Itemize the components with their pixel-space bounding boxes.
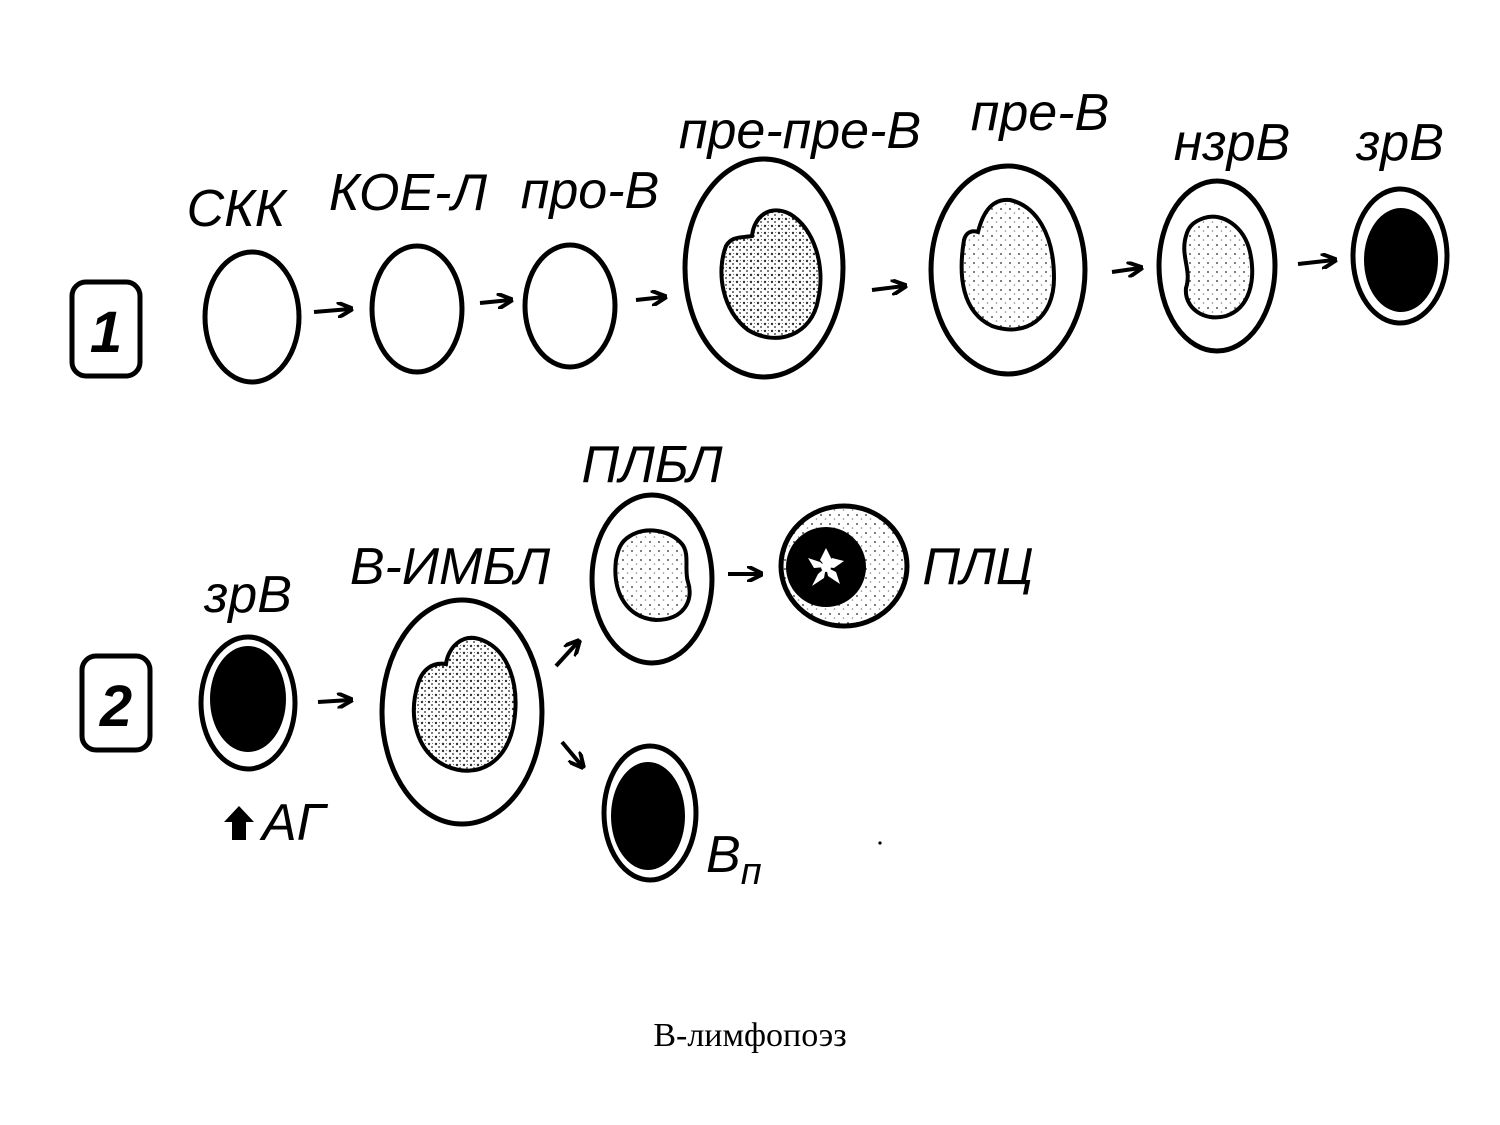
label-zr-b: зрВ [1355, 114, 1444, 172]
label-bp-sub: п [741, 851, 762, 893]
cell-zr-b-2 [198, 634, 298, 772]
cell-plbl [589, 492, 715, 666]
row-1-number: 1 [90, 300, 122, 365]
cell-bp [601, 743, 699, 883]
row-2-number: 2 [99, 674, 132, 739]
arrow-zrb-to-imbl [317, 700, 350, 702]
row-1: 1 СКК КОЕ-Л про-В пре-пре-В пре-В нзрВ з… [69, 84, 1450, 385]
arrow-to-bp [560, 740, 582, 766]
label-b-imbl: В-ИМБЛ [350, 538, 551, 596]
cell-b-imbl [379, 597, 545, 827]
cell-pre-pre-b [682, 156, 846, 380]
label-plc: ПЛЦ [922, 538, 1033, 596]
label-plbl: ПЛБЛ [581, 436, 722, 494]
label-bp: Вп [706, 826, 762, 893]
arrow-3 [635, 297, 664, 300]
label-pre-b: пре-В [971, 84, 1109, 142]
row-1-number-box [69, 279, 143, 379]
caption: В-лимфопоэз [653, 1017, 847, 1054]
row-2-number-box [79, 653, 153, 753]
arrow-2 [479, 300, 510, 303]
cell-skk [202, 249, 302, 385]
arrow-6 [1297, 260, 1334, 264]
label-pro-b: про-В [521, 162, 659, 220]
label-ag: АГ [259, 794, 329, 852]
cell-zr-b [1350, 186, 1450, 326]
arrow-5 [1111, 268, 1140, 272]
row-2: 2 зрВ В-ИМБЛ ПЛБЛ ПЛЦ АГ [79, 436, 1034, 893]
cell-pro-b [522, 242, 618, 370]
label-bp-main: В [706, 826, 741, 884]
label-nzr-b: нзрВ [1174, 114, 1290, 172]
label-koe-l: КОЕ-Л [329, 164, 488, 222]
cell-koe-l [369, 243, 465, 375]
cell-nzr-b [1156, 178, 1278, 354]
label-pre-pre-b: пре-пре-В [679, 102, 921, 160]
label-zr-b-2: зрВ [203, 566, 292, 624]
stray-dot [878, 841, 882, 845]
arrow-to-plbl [554, 642, 578, 668]
cell-pre-b [928, 163, 1088, 377]
cell-plc [778, 503, 910, 629]
antigen-up-arrow-icon [224, 806, 254, 840]
label-skk: СКК [187, 180, 289, 238]
arrow-1 [313, 309, 350, 312]
arrow-4 [871, 286, 904, 290]
